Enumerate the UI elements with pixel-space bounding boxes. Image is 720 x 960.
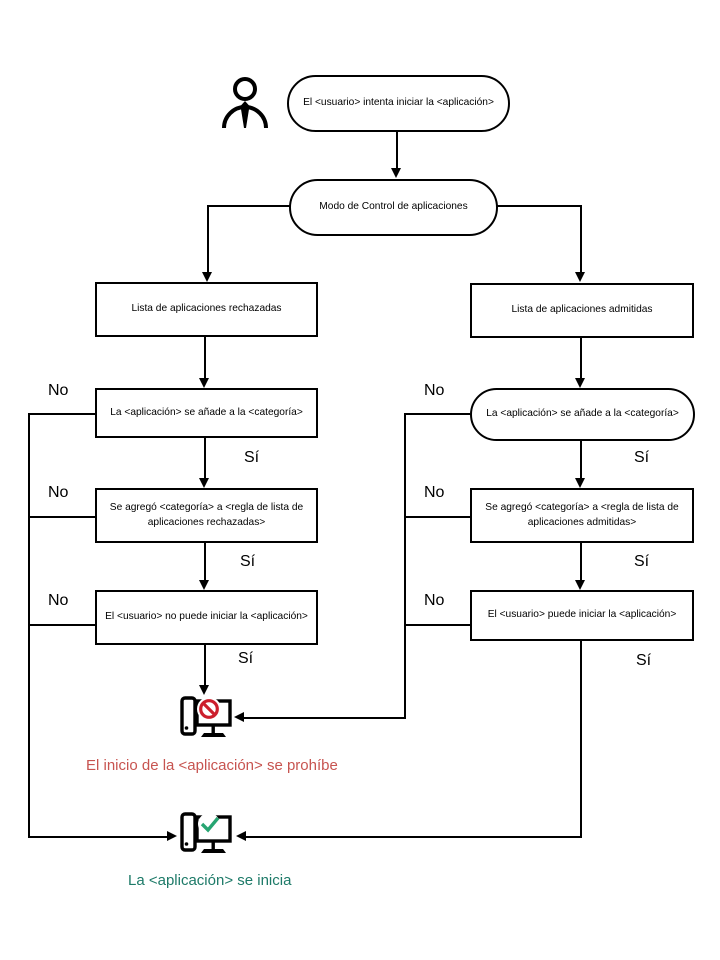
edge-label-no: No — [424, 382, 445, 399]
connector-line — [28, 413, 30, 838]
connector-line — [29, 516, 95, 518]
connector-line — [580, 338, 582, 378]
arrowhead — [234, 712, 244, 722]
arrowhead — [575, 378, 585, 388]
connector-line — [406, 413, 470, 415]
connector-line — [580, 205, 582, 272]
connector-line — [204, 645, 206, 685]
connector-line — [204, 543, 206, 580]
arrowhead — [199, 478, 209, 488]
arrowhead — [199, 685, 209, 695]
arrowhead — [391, 168, 401, 178]
edge-label-no: No — [48, 484, 69, 501]
node-app-added-category-left: La <aplicación> se añade a la <categoría… — [95, 388, 318, 438]
arrowhead — [575, 580, 585, 590]
edge-label-yes: Sí — [244, 449, 260, 466]
node-application-control-mode: Modo de Control de aplicaciones — [289, 179, 498, 236]
edge-label-yes: Sí — [240, 553, 256, 570]
edge-label-yes: Sí — [634, 449, 650, 466]
connector-line — [406, 624, 470, 626]
computer-blocked-icon — [180, 696, 232, 740]
arrowhead — [199, 378, 209, 388]
connector-line — [204, 337, 206, 378]
arrowhead — [236, 831, 246, 841]
connector-line — [580, 543, 582, 580]
edge-label-no: No — [48, 592, 69, 609]
connector-line — [404, 413, 406, 719]
connector-line — [207, 205, 291, 207]
edge-label-no: No — [424, 592, 445, 609]
node-denylist: Lista de aplicaciones rechazadas — [95, 282, 318, 337]
edge-label-yes: Sí — [636, 652, 652, 669]
connector-line — [204, 438, 206, 478]
arrowhead — [202, 272, 212, 282]
node-start: El <usuario> intenta iniciar la <aplicac… — [287, 75, 510, 132]
node-app-added-category-right: La <aplicación> se añade a la <categoría… — [470, 388, 695, 441]
connector-line — [29, 413, 95, 415]
arrowhead — [199, 580, 209, 590]
edge-label-no: No — [424, 484, 445, 501]
node-user-can-start: El <usuario> puede iniciar la <aplicació… — [470, 590, 694, 641]
node-rule-denylist: Se agregó <categoría> a <regla de lista … — [95, 488, 318, 543]
connector-line — [244, 717, 406, 719]
user-icon — [220, 72, 270, 130]
connector-line — [29, 624, 95, 626]
connector-line — [246, 836, 582, 838]
outcome-started-text: La <aplicación> se inicia — [128, 872, 292, 889]
edge-label-no: No — [48, 382, 69, 399]
connector-line — [406, 516, 470, 518]
arrowhead — [575, 478, 585, 488]
node-rule-allowlist: Se agregó <categoría> a <regla de lista … — [470, 488, 694, 543]
node-user-cannot-start: El <usuario> no puede iniciar la <aplica… — [95, 590, 318, 645]
arrowhead — [167, 831, 177, 841]
outcome-blocked-text: El inicio de la <aplicación> se prohíbe — [86, 757, 338, 774]
connector-line — [207, 205, 209, 272]
connector-line — [28, 836, 167, 838]
connector-line — [580, 641, 582, 838]
computer-started-icon — [180, 812, 232, 856]
node-allowlist: Lista de aplicaciones admitidas — [470, 283, 694, 338]
arrowhead — [575, 272, 585, 282]
edge-label-yes: Sí — [238, 650, 254, 667]
connector-line — [497, 205, 582, 207]
edge-label-yes: Sí — [634, 553, 650, 570]
connector-line — [396, 131, 398, 169]
connector-line — [580, 441, 582, 478]
